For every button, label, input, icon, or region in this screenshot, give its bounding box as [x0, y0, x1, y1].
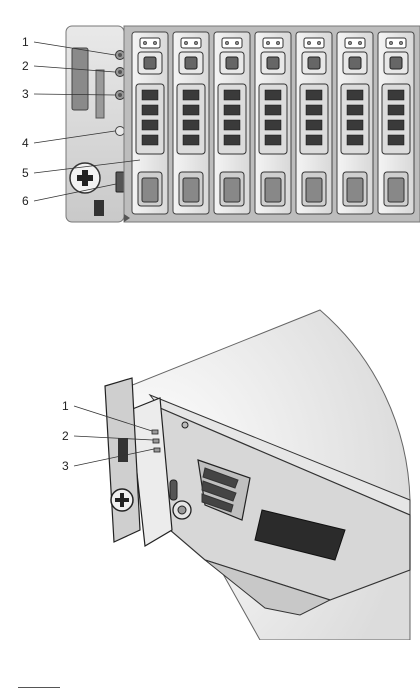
- drive-activity-led: [389, 41, 393, 45]
- drive-activity-led: [143, 41, 147, 45]
- drive-activity-led: [266, 41, 270, 45]
- drive-tray[interactable]: [337, 32, 373, 214]
- callout-5: 5: [22, 167, 29, 179]
- drive-vent-slot: [183, 120, 199, 130]
- drive-vent-slot: [265, 90, 281, 100]
- drive-vent-slot: [142, 120, 158, 130]
- drive-vent-slot: [347, 135, 363, 145]
- control-panel-closeup: 1 2 3: [0, 300, 420, 640]
- drive-activity-led: [184, 41, 188, 45]
- drive-activity-led: [307, 41, 311, 45]
- led-2: [153, 439, 159, 443]
- footnote-rule: [18, 687, 60, 688]
- release-slot[interactable]: [170, 480, 177, 500]
- vga-slot: [96, 70, 104, 118]
- callout-3: 3: [22, 88, 29, 100]
- callout-3: 3: [62, 460, 69, 472]
- drive-status-led: [153, 41, 157, 45]
- drive-vent-slot: [265, 135, 281, 145]
- front-panel-drawing: [0, 0, 420, 240]
- drive-vent-slot: [142, 90, 158, 100]
- callout-1: 1: [62, 400, 69, 412]
- drive-vent-slot: [347, 120, 363, 130]
- label-slot: [72, 48, 88, 110]
- power-button[interactable]: [116, 51, 125, 60]
- drive-vent-slot: [347, 90, 363, 100]
- drive-vent-slot: [142, 105, 158, 115]
- drive-vent-slot: [388, 105, 404, 115]
- drive-activity-led: [348, 41, 352, 45]
- drive-status-led: [235, 41, 239, 45]
- drive-vent-slot: [388, 90, 404, 100]
- callout-4: 4: [22, 137, 29, 149]
- drive-status-led: [317, 41, 321, 45]
- drive-vent-slot: [388, 120, 404, 130]
- drive-status-led: [399, 41, 403, 45]
- ear-latch: [94, 200, 104, 216]
- led-3: [154, 448, 160, 452]
- drive-activity-led: [225, 41, 229, 45]
- callout-6: 6: [22, 195, 29, 207]
- led-1: [152, 430, 158, 434]
- drive-tray[interactable]: [378, 32, 414, 214]
- drive-vent-slot: [224, 135, 240, 145]
- drive-vent-slot: [224, 105, 240, 115]
- drive-tray[interactable]: [173, 32, 209, 214]
- callout-2: 2: [22, 60, 29, 72]
- plus-screw-icon: [70, 163, 100, 193]
- power-icon[interactable]: [182, 422, 188, 428]
- drive-vent-slot: [306, 90, 322, 100]
- drive-vent-slot: [306, 135, 322, 145]
- drive-vent-slot: [306, 105, 322, 115]
- callout-2: 2: [62, 430, 69, 442]
- callout-1: 1: [22, 36, 29, 48]
- system-id-button[interactable]: [116, 91, 125, 100]
- drive-vent-slot: [224, 120, 240, 130]
- drive-vent-slot: [347, 105, 363, 115]
- drive-vent-slot: [265, 120, 281, 130]
- drive-tray[interactable]: [296, 32, 332, 214]
- drive-vent-slot: [306, 120, 322, 130]
- plus-screw-icon: [111, 489, 133, 511]
- drive-vent-slot: [224, 90, 240, 100]
- drive-vent-slot: [183, 90, 199, 100]
- drive-vent-slot: [265, 105, 281, 115]
- drive-vent-slot: [388, 135, 404, 145]
- drive-status-led: [194, 41, 198, 45]
- drive-vent-slot: [183, 105, 199, 115]
- drive-vent-slot: [183, 135, 199, 145]
- nmi-button[interactable]: [116, 68, 125, 77]
- drive-vent-slot: [142, 135, 158, 145]
- drive-tray[interactable]: [214, 32, 250, 214]
- status-led: [116, 127, 125, 136]
- drive-bays: [132, 32, 414, 214]
- drive-tray[interactable]: [255, 32, 291, 214]
- drive-status-led: [276, 41, 280, 45]
- usb-port[interactable]: [116, 172, 124, 192]
- front-panel-diagram: 1 2 3 4 5 6: [0, 0, 420, 240]
- drive-status-led: [358, 41, 362, 45]
- drive-tray[interactable]: [132, 32, 168, 214]
- ear-handle: [118, 438, 128, 462]
